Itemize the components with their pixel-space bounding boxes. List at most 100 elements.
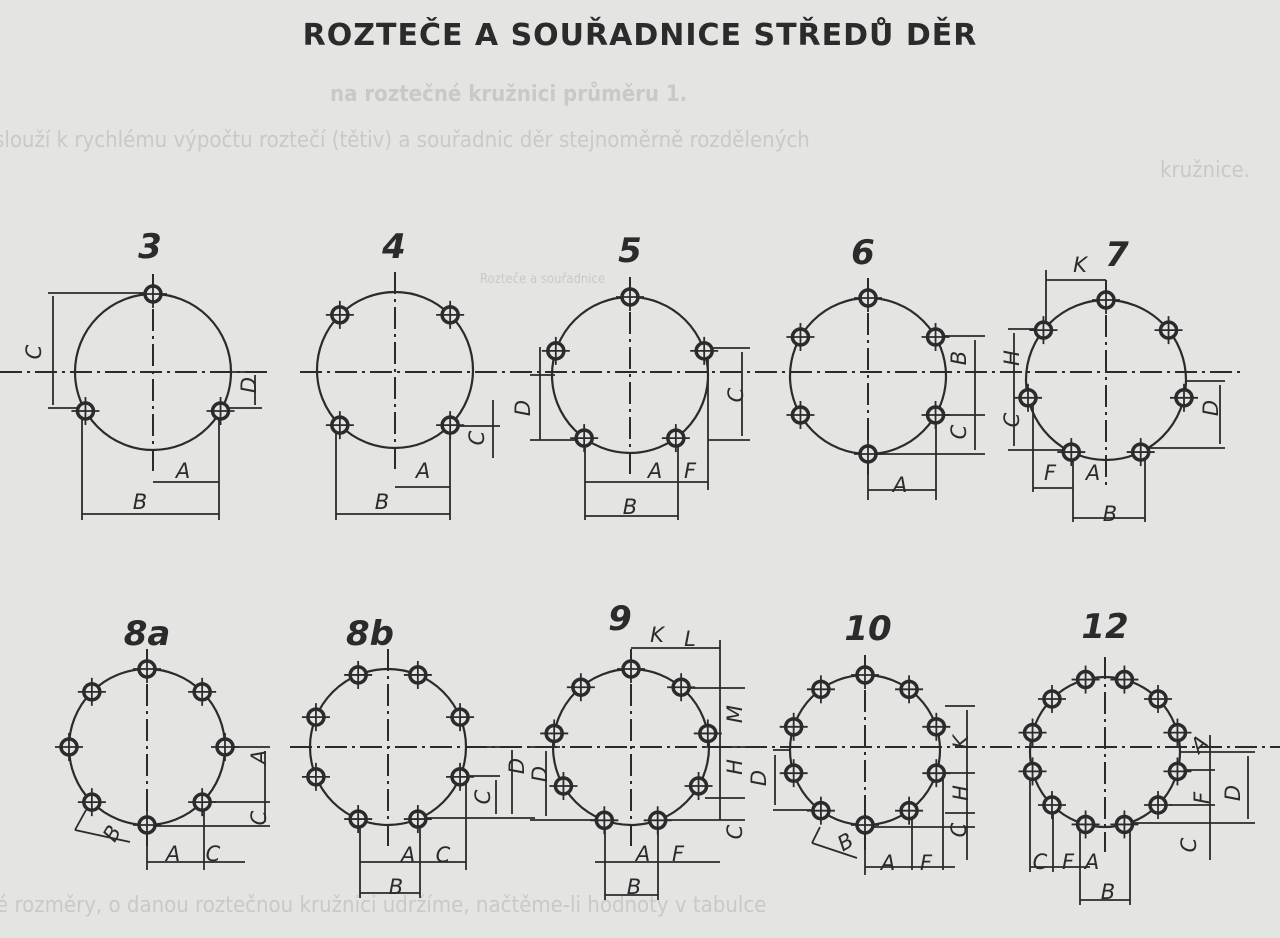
hole-icon (1037, 791, 1066, 820)
dimension-label: F (1044, 461, 1057, 485)
hole-icon (211, 733, 239, 761)
dimension-label: B (627, 875, 641, 899)
hole-icon (590, 806, 619, 835)
dimension-label: C (947, 822, 971, 837)
hole-icon (806, 675, 835, 704)
dimension-label: C (724, 387, 748, 402)
dimension-label: B (98, 821, 126, 845)
dimension-label: C (947, 424, 971, 439)
dimension-label: C (1033, 850, 1048, 874)
hole-icon (1037, 684, 1066, 713)
dimension-label: L (684, 627, 696, 651)
hole-icon (549, 772, 578, 800)
hole-icon (570, 424, 599, 453)
hole-icon (684, 772, 713, 800)
dimension-label: B (623, 495, 637, 519)
hole-icon (1018, 757, 1047, 786)
hole-icon (77, 677, 106, 706)
hole-icon (325, 411, 354, 440)
hole-icon (806, 796, 835, 825)
hole-icon (1071, 665, 1100, 694)
hole-icon (895, 796, 924, 825)
dimension-label: A (1084, 461, 1100, 485)
hole-icon (403, 805, 432, 834)
hole-icon (71, 397, 100, 425)
hole-icon (851, 811, 879, 839)
hole-icon (77, 788, 106, 817)
diagram-number: 3 (138, 227, 162, 267)
dimension-label: H (723, 759, 747, 775)
hole-icon (854, 284, 882, 312)
dimension-label: A (399, 843, 415, 867)
dimension-label: B (389, 875, 403, 899)
show-through-table-heading: Rozteče a souřadnice (480, 272, 606, 287)
hole-icon (188, 788, 217, 817)
dimension-label: D (505, 758, 529, 774)
dimension-label: F (920, 851, 933, 875)
diagram-number: 5 (618, 231, 642, 271)
hole-icon (1126, 438, 1155, 467)
dimension-label: F (684, 459, 697, 483)
hole-icon (1110, 810, 1139, 839)
dimension-label: C (436, 843, 451, 867)
hole-icon (1169, 383, 1198, 412)
dimension-label: B (133, 490, 147, 514)
hole-icon (1018, 718, 1047, 747)
show-through-line-2: slouží k rychlému výpočtu roztečí (tětiv… (0, 128, 810, 153)
dimension-label: F (1062, 850, 1075, 874)
dimension-label: D (237, 377, 261, 393)
dimension-label: A (879, 851, 895, 875)
dimension-label: D (528, 766, 552, 782)
hole-icon (344, 805, 373, 834)
hole-icon (139, 280, 167, 308)
hole-icon (895, 675, 924, 704)
dimension-label: C (1000, 412, 1024, 427)
dimension-label: F (1190, 791, 1214, 804)
dimension-line (74, 829, 131, 843)
dimension-label: H (1000, 350, 1024, 366)
dimension-label: B (1103, 502, 1117, 526)
dimension-label: K (650, 623, 666, 647)
hole-icon (301, 703, 330, 732)
hole-icon (693, 719, 722, 748)
hole-icon (667, 673, 696, 702)
show-through-line-1: na roztečné kružnici průměru 1. (330, 82, 688, 107)
hole-icon (1154, 316, 1183, 345)
diagram-number: 8b (346, 614, 394, 654)
hole-icon (133, 655, 161, 683)
dimension-label: C (465, 430, 489, 445)
hole-icon (1092, 286, 1120, 314)
dimension-label: C (1177, 837, 1201, 852)
hole-icon (661, 424, 690, 453)
dimension-label: F (672, 842, 685, 866)
hole-icon (55, 733, 83, 761)
dimension-label: A (1184, 731, 1213, 760)
dimension-label: C (22, 344, 46, 359)
hole-icon (301, 762, 330, 791)
dimension-label: K (949, 733, 973, 749)
hole-icon (1057, 438, 1086, 467)
hole-icon (206, 397, 235, 425)
dimension-label: A (174, 459, 190, 483)
hole-icon (436, 411, 465, 440)
hole-icon (1163, 718, 1192, 747)
dimension-label: C (206, 842, 221, 866)
dimension-line (811, 826, 821, 844)
diagram-number: 10 (844, 609, 891, 649)
hole-icon (1163, 757, 1192, 786)
diagram-number: 6 (851, 233, 875, 273)
hole-icon (325, 300, 354, 329)
hole-icon (854, 440, 882, 468)
hole-icon (541, 336, 570, 365)
dimension-line (74, 809, 87, 831)
dimension-label: D (511, 400, 535, 416)
dimension-label: C (471, 789, 495, 804)
hole-icon (1029, 316, 1058, 345)
hole-icon (779, 712, 808, 741)
